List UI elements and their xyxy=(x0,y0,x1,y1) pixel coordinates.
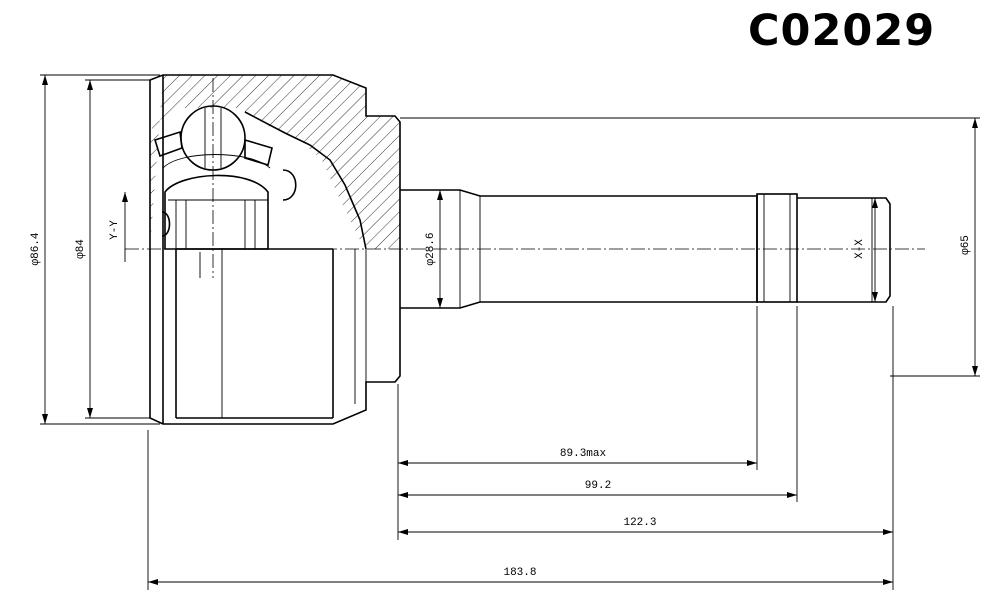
shaft-diameter-label: φ28.6 xyxy=(425,232,437,265)
seal-diameter-label: φ84 xyxy=(75,239,87,259)
length-99-label: 99.2 xyxy=(585,480,611,492)
diameter-dimensions xyxy=(42,75,978,424)
inner-race-and-ball xyxy=(153,105,297,250)
length-122-label: 122.3 xyxy=(623,517,656,529)
part-number: C02029 xyxy=(748,6,936,56)
section-x-label: X-X xyxy=(854,239,866,259)
outer-housing xyxy=(149,74,401,425)
spline-thread xyxy=(756,193,891,303)
length-89-label: 89.3max xyxy=(560,448,607,460)
outer-diameter-label: φ86.4 xyxy=(30,232,42,265)
extension-lines xyxy=(40,74,980,590)
right-diameter-label: φ65 xyxy=(960,235,972,255)
section-y-label: Y-Y xyxy=(109,220,121,240)
length-dimensions xyxy=(148,460,893,585)
length-total-label: 183.8 xyxy=(503,567,536,579)
